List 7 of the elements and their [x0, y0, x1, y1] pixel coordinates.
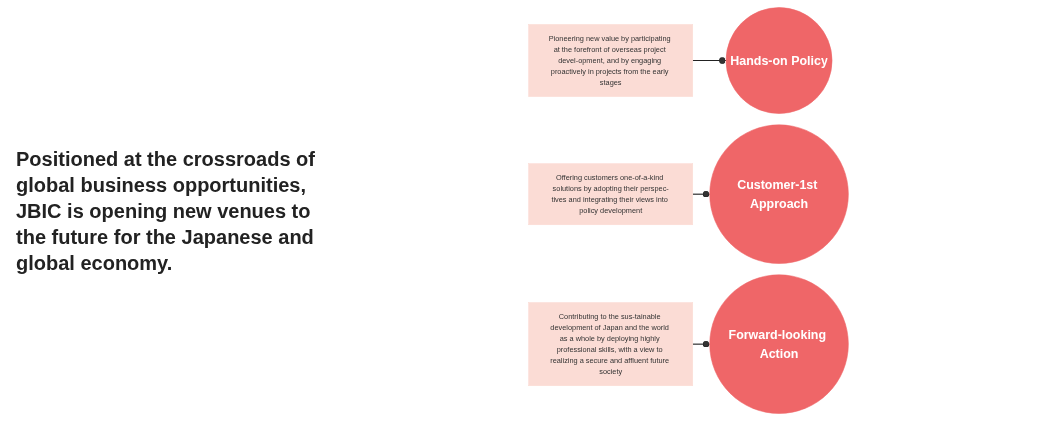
heading: Positioned at the crossroads of global business opportunities, JBIC is opening new venues to the future for the Japanese and global economy.	[15, 146, 316, 276]
connector	[692, 340, 711, 348]
node-circle: Forward-looking Action	[709, 274, 849, 414]
connector	[692, 57, 727, 64]
connector	[692, 190, 711, 198]
node-circle: Hands-on Policy	[725, 7, 833, 114]
node-circle: Customer-1st Approach	[709, 124, 849, 264]
